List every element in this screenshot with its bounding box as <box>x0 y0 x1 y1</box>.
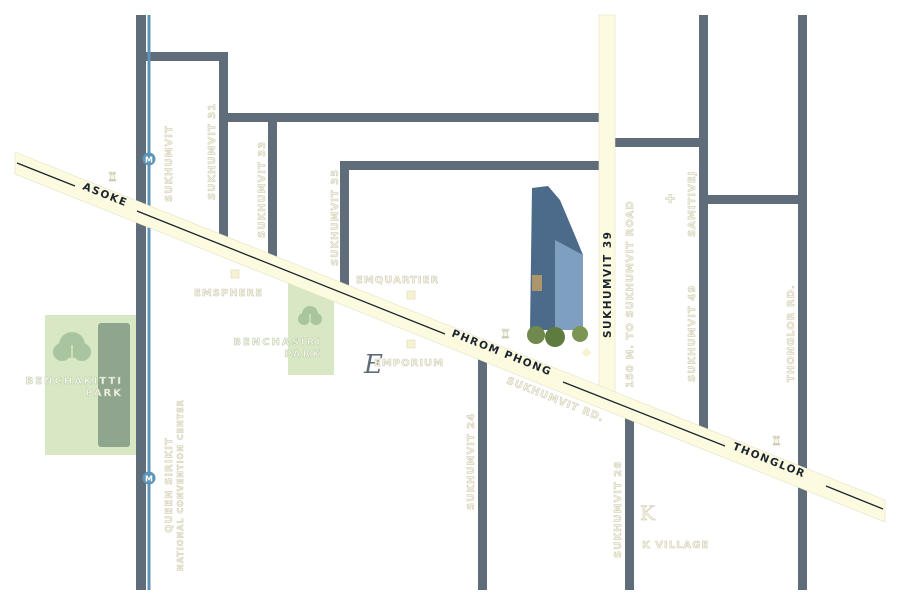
sukhumvit-road <box>14 151 886 523</box>
label-benchakitti-park: PARK <box>85 388 123 399</box>
label-sukhumvit-31: SUKHUMVIT 31 <box>207 103 218 200</box>
project-marker <box>581 347 592 358</box>
label-benchakitti: BENCHAKITTI <box>26 376 123 387</box>
metro-line <box>147 15 151 590</box>
label-distance-to-sukhumvit: 150 M. TO SUKHUMVIT ROAD <box>625 200 636 388</box>
label-qsncc: NATIONAL CONVENTION CENTER <box>176 399 185 571</box>
label-queen-sirikit: QUEEN SIRIKIT <box>164 437 175 533</box>
label-sukhumvit-26: SUKHUMVIT 26 <box>613 461 624 558</box>
label-sukhumvit-24: SUKHUMVIT 24 <box>466 413 477 510</box>
sukhumvit-centerline <box>16 162 884 510</box>
label-sukhumvit-upper: SUKHUMVIT <box>164 125 175 202</box>
label-sukhumvit-33: SUKHUMVIT 33 <box>257 141 268 238</box>
secondary-roads <box>136 15 807 590</box>
label-benchasiri: BENCHASIRI <box>233 337 322 348</box>
svg-text:M: M <box>145 475 153 484</box>
label-emsphere: EMSPHERE <box>194 288 263 299</box>
hotel-icon: ♜ <box>107 170 118 184</box>
hotel-icon: ♜ <box>500 327 511 341</box>
hospital-icon: ✚ <box>665 192 675 206</box>
k-village-logo-icon: K <box>640 501 656 525</box>
tree-icon <box>298 306 322 328</box>
label-sukhumvit-39: SUKHUMVIT 39 <box>602 231 614 338</box>
label-samitivej: SAMITIVEJ <box>687 171 698 237</box>
label-benchasiri-park: PARK <box>284 349 322 360</box>
label-k-village: K VILLAGE <box>642 540 709 551</box>
hotel-icon: ♜ <box>771 434 782 448</box>
sukhumvit-39-road <box>598 14 616 401</box>
svg-text:M: M <box>145 156 153 165</box>
project-building-image <box>527 186 588 347</box>
label-emporium: EMPORIUM <box>374 358 444 369</box>
metro-icon[interactable]: M <box>142 471 156 485</box>
label-sukhumvit-49: SUKHUMVIT 49 <box>687 285 698 382</box>
emporium-logo-icon: E <box>363 350 383 380</box>
label-emquartier: EMQUARTIER <box>356 275 439 286</box>
label-thonglor-rd: THONGLOR RD. <box>786 284 797 382</box>
metro-icon[interactable]: M <box>142 152 156 166</box>
landmark-markers <box>230 269 416 349</box>
label-sukhumvit-35: SUKHUMVIT 35 <box>330 169 341 266</box>
benchakitti-lake <box>98 323 130 447</box>
tree-icon <box>53 332 91 366</box>
